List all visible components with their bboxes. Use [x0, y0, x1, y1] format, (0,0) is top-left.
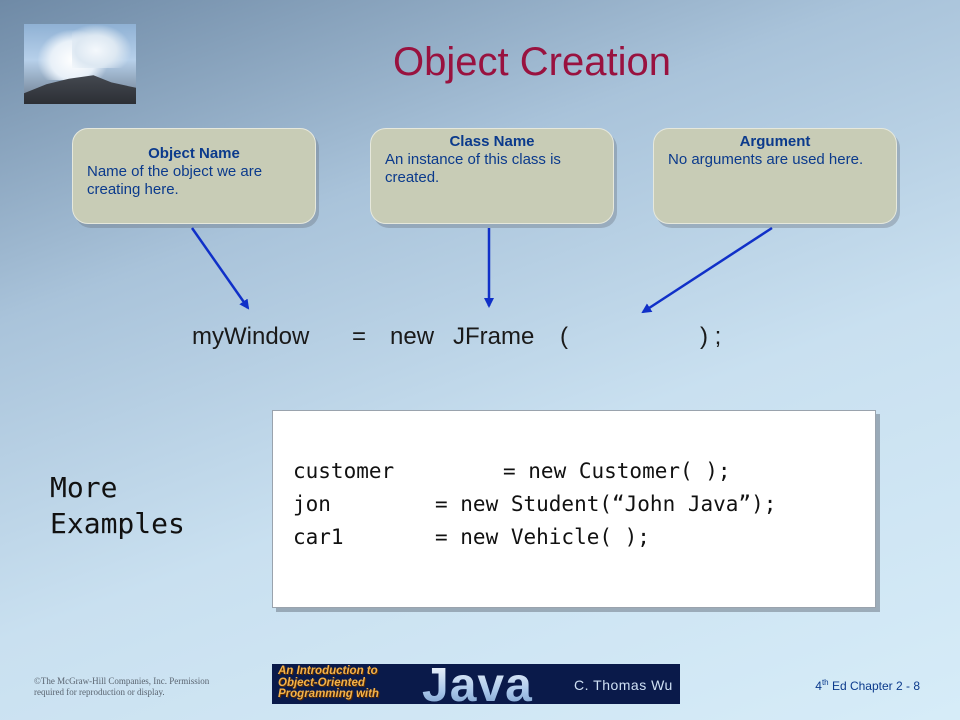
ocean-wave-photo [24, 24, 136, 104]
statement-object-name: myWindow [192, 323, 310, 350]
statement-open-paren: ( [560, 323, 568, 350]
edition-number: 4 [815, 679, 822, 693]
chapter-page-text: Ed Chapter 2 - 8 [828, 679, 920, 693]
wave-spray-shape [72, 24, 132, 68]
statement-assign: = [352, 323, 367, 350]
callout-heading: Class Name [449, 133, 535, 150]
callout-heading: Object Name [148, 145, 240, 162]
banner-subtitle: An Introduction to Object-Oriented Progr… [278, 665, 418, 701]
callout-class-name: Class Name An instance of this class is … [370, 128, 614, 224]
callout-body: An instance of this class is created. [385, 151, 561, 186]
code-variable: car1 [293, 525, 344, 549]
statement-new-keyword: new [390, 323, 435, 350]
arrow-argument [641, 226, 773, 314]
statement-class-name: JFrame [453, 323, 535, 350]
copyright-line: required for reproduction or display. [34, 687, 165, 697]
banner-subtitle-line: An Introduction to [278, 665, 378, 677]
more-examples-label: More Examples [50, 470, 185, 542]
chapter-page-label: 4th Ed Chapter 2 - 8 [815, 678, 920, 693]
code-expression: = new Student(“John Java”); [435, 492, 777, 516]
banner-java-logo: Java [422, 664, 533, 704]
code-expression: = new Customer( ); [503, 459, 731, 483]
code-variable: jon [293, 492, 331, 516]
callout-body: No arguments are used here. [668, 151, 864, 168]
code-line: car1 = new Vehicle( ); [293, 525, 650, 621]
code-line: jon = new Student(“John Java”); [293, 492, 776, 588]
edition-suffix: th [821, 678, 829, 687]
banner-author: C. Thomas Wu [574, 677, 673, 693]
callout-object-name: Object Name Name of the object we are cr… [72, 128, 316, 224]
book-banner: An Introduction to Object-Oriented Progr… [272, 664, 680, 704]
arrow-object-name [190, 227, 250, 310]
code-examples-box: customer = new Customer( ); jon = new St… [272, 410, 876, 608]
more-examples-line: Examples [50, 507, 185, 540]
code-expression: = new Vehicle( ); [435, 525, 650, 549]
banner-subtitle-line: Programming with [278, 688, 379, 700]
callout-body: Name of the object we are creating here. [87, 163, 263, 198]
code-line: customer = new Customer( ); [293, 459, 731, 555]
slide-title: Object Creation [393, 40, 671, 84]
copyright-line: ©The McGraw-Hill Companies, Inc. Permiss… [34, 676, 210, 686]
copyright-notice: ©The McGraw-Hill Companies, Inc. Permiss… [34, 676, 209, 698]
statement-close-paren: ) ; [700, 323, 722, 350]
callout-argument: Argument No arguments are used here. [653, 128, 897, 224]
code-variable: customer [293, 459, 395, 483]
banner-subtitle-line: Object-Oriented [278, 676, 365, 689]
more-examples-line: More [50, 471, 118, 504]
callout-heading: Argument [739, 133, 811, 150]
